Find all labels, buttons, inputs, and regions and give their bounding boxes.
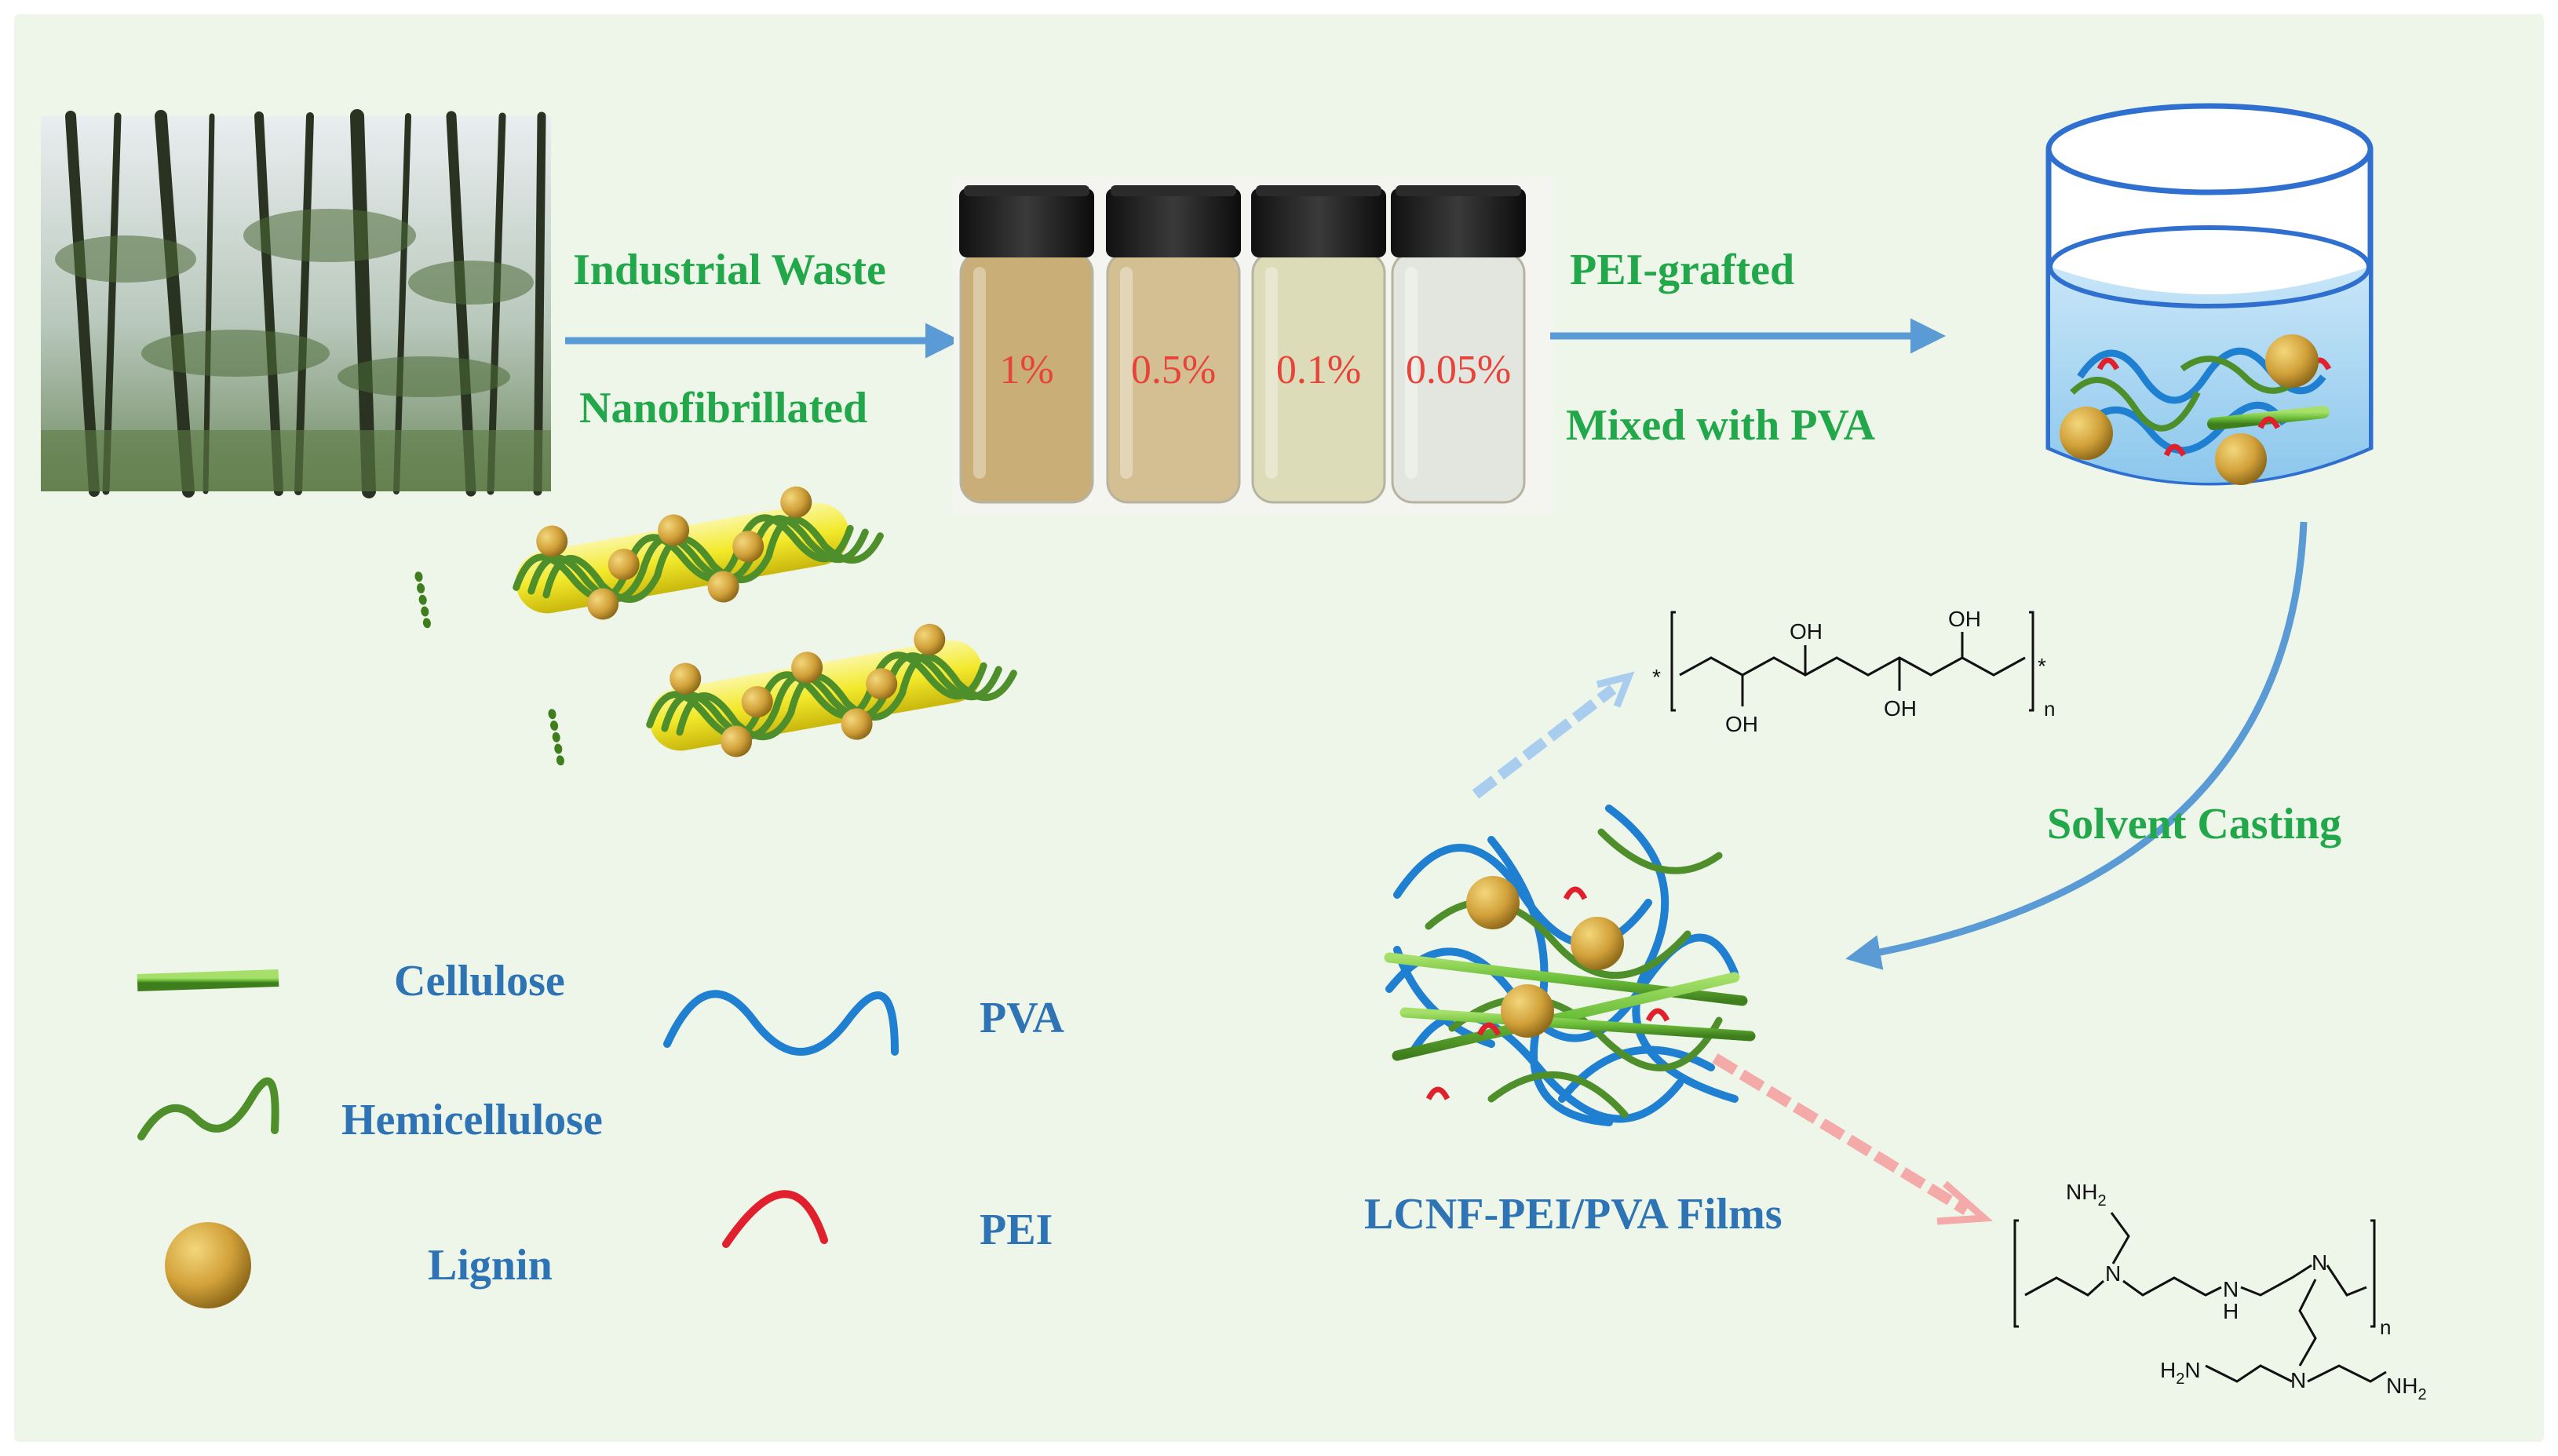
pva-link-arrowhead bbox=[1596, 671, 1635, 708]
vial-concentration-label: 0.05% bbox=[1406, 348, 1511, 392]
arrow-solvent-casting bbox=[1845, 521, 2308, 970]
legend-pva-icon bbox=[663, 990, 899, 1056]
bamboo-forest-photo bbox=[41, 109, 551, 498]
vial-4: 0.05% bbox=[1391, 185, 1526, 504]
pva-labels: * * OH OH OH OH n bbox=[1652, 607, 2055, 736]
vials: 1% 0.5% 0.1% 0.05% bbox=[959, 185, 1526, 504]
pva-star-left: * bbox=[1652, 665, 1661, 689]
vial-concentration-label: 0.1% bbox=[1276, 348, 1361, 392]
legend: Cellulose Hemicellulose Lignin PVA PEI bbox=[137, 957, 1064, 1308]
pva-oh-2: OH bbox=[1790, 619, 1823, 644]
pei-nh2-bottom: NH2 bbox=[2386, 1374, 2427, 1403]
fiber-bundle-2 bbox=[546, 623, 1017, 766]
vial-concentration-label: 0.5% bbox=[1131, 348, 1216, 392]
legend-pva-label: PVA bbox=[980, 994, 1064, 1042]
legend-pei-label: PEI bbox=[980, 1206, 1053, 1254]
legend-cellulose-label: Cellulose bbox=[394, 957, 565, 1005]
legend-pei-icon bbox=[722, 1190, 828, 1248]
pei-link-dashed-arrow bbox=[1712, 1053, 1969, 1215]
pva-repeat-n: n bbox=[2044, 697, 2055, 721]
legend-lignin-label: Lignin bbox=[428, 1241, 553, 1290]
pei-nh2-top: NH2 bbox=[2066, 1180, 2107, 1210]
legend-lignin-icon bbox=[165, 1222, 251, 1308]
vial-1: 1% bbox=[959, 185, 1094, 504]
background bbox=[14, 14, 2544, 1442]
legend-hemicellulose-icon bbox=[137, 1077, 279, 1140]
vial-3: 0.1% bbox=[1251, 185, 1386, 504]
pei-n-3: N bbox=[2290, 1368, 2306, 1392]
step1-bottom-label: Nanofibrillated bbox=[579, 384, 867, 432]
pei-n-1: N bbox=[2105, 1261, 2121, 1286]
step3-label: Solvent Casting bbox=[2047, 800, 2341, 848]
product-label: LCNF-PEI/PVA Films bbox=[1364, 1190, 1783, 1239]
step2-top-label: PEI-grafted bbox=[1570, 246, 1794, 294]
pva-oh-3: OH bbox=[1884, 696, 1917, 721]
pva-link-dashed-arrow bbox=[1472, 684, 1617, 799]
pei-h2n-bottom: H2N bbox=[2160, 1358, 2201, 1388]
step1-top-label: Industrial Waste bbox=[573, 246, 886, 294]
vial-concentration-label: 1% bbox=[999, 348, 1053, 392]
pva-structure bbox=[1670, 611, 2034, 712]
pva-star-right: * bbox=[2038, 654, 2046, 678]
pei-link-arrowhead bbox=[1936, 1180, 1994, 1225]
pva-oh-1: OH bbox=[1725, 712, 1758, 736]
lcnf-pei-pva-film-network bbox=[1384, 805, 1756, 1126]
lcnf-fiber-bundles bbox=[413, 486, 1017, 766]
pei-n-2: N bbox=[2312, 1250, 2327, 1275]
fiber-bundle-1 bbox=[413, 486, 884, 629]
pei-nh-n: N bbox=[2223, 1277, 2239, 1301]
pei-nh-h: H bbox=[2223, 1299, 2239, 1323]
pva-oh-4: OH bbox=[1948, 607, 1981, 631]
legend-cellulose-icon bbox=[137, 969, 279, 991]
step2-bottom-label: Mixed with PVA bbox=[1566, 401, 1876, 450]
pei-labels: NH2 N H N N N H2N NH2 n bbox=[2066, 1180, 2427, 1403]
pei-structure bbox=[2013, 1212, 2387, 1383]
pei-repeat-n: n bbox=[2380, 1316, 2391, 1339]
casting-beaker bbox=[2045, 103, 2374, 486]
legend-hemicellulose-label: Hemicellulose bbox=[341, 1096, 603, 1144]
vial-2: 0.5% bbox=[1106, 185, 1241, 504]
